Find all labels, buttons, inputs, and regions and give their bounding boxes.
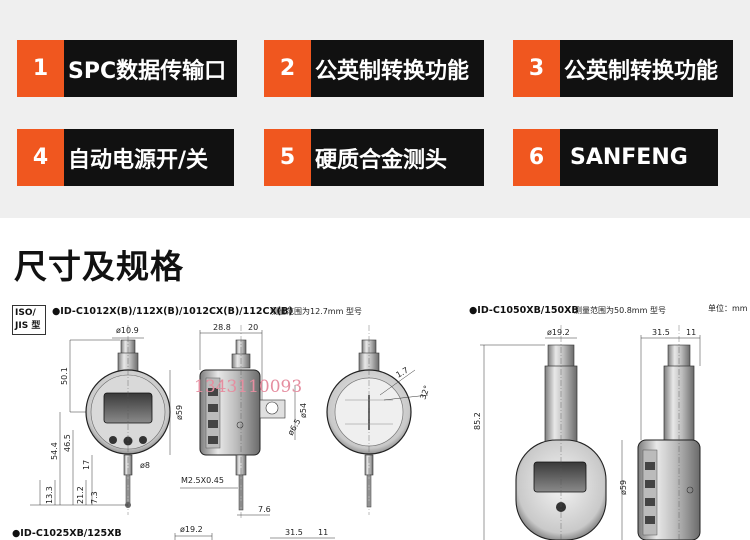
dim-label: 11 [686,328,696,337]
feature-4: 4 自动电源开/关 [17,129,234,186]
dim-label: ø19.2 [180,525,203,534]
dim-label: ø54 [299,403,308,418]
watermark: 1343110093 [194,377,302,397]
feature-label: SANFENG [560,129,718,186]
dim-label: 28.8 [213,323,231,332]
dim-label: ø19.2 [547,328,570,337]
dim-label: ø8 [140,461,150,470]
features-panel: 1 SPC数据传输口 2 公英制转换功能 3 公英制转换功能 4 自动电源开/关… [0,0,750,218]
feature-6: 6 SANFENG [513,129,718,186]
feature-number: 2 [264,40,311,97]
feature-number: 4 [17,129,64,186]
dim-label: 17 [82,460,91,470]
range-a-label: 测量范围为12.7mm 型号 [270,306,362,316]
gauge-a-side-dims [180,330,296,516]
gauge-b-side [637,325,701,540]
dim-label: 13.3 [45,486,54,504]
gauge-a-side [199,325,286,520]
feature-1: 1 SPC数据传输口 [17,40,237,97]
section-title: 尺寸及规格 [14,247,184,286]
dim-label: 85.2 [473,412,482,430]
feature-2: 2 公英制转换功能 [264,40,484,97]
feature-label: 公英制转换功能 [311,40,484,97]
feature-label: 硬质合金测头 [311,129,484,186]
gauge-a-front [85,325,171,515]
dim-label: 11 [318,528,328,537]
range-b-label: 测量范围为50.8mm 型号 [574,305,666,315]
gauge-c-dims [174,533,335,540]
dim-label: 21.2 [76,486,85,504]
dim-label: 1.7 [395,366,411,380]
iso-jis-badge: ISO/ JIS 型 [12,305,46,335]
dim-label: 20 [248,323,258,332]
dim-label: 7.6 [258,505,271,514]
unit-label: 单位：mm [708,303,748,313]
dim-label: 7.3 [90,491,99,504]
dimension-drawing: ISO/ JIS 型 ●ID-C1012X(B)/112X(B)/1012CX(… [0,292,750,540]
feature-number: 3 [513,40,560,97]
feature-3: 3 公英制转换功能 [513,40,733,97]
dim-label: 46.5 [63,434,72,452]
feature-label: 公英制转换功能 [560,40,733,97]
dim-label: ø59 [619,480,628,495]
gauge-a-back-dims [379,369,429,401]
dim-label: 31.5 [652,328,670,337]
dim-label: ø59 [175,405,184,420]
feature-number: 1 [17,40,64,97]
dim-label: 32° [418,384,431,400]
dim-label: M2.5X0.45 [181,476,224,485]
dim-label: ø10.9 [116,326,139,335]
feature-5: 5 硬质合金测头 [264,129,484,186]
dim-label: 31.5 [285,528,303,537]
dim-label: ø6.5 [286,417,303,437]
dim-label: 50.1 [60,367,69,385]
feature-label: 自动电源开/关 [64,129,234,186]
gauge-a-dims [30,337,171,506]
iso-label: ISO/ [15,308,36,318]
feature-label: SPC数据传输口 [64,40,237,97]
gauge-b-front [515,325,607,540]
model-c-label: ●ID-C1025XB/125XB [12,528,122,539]
model-b-label: ●ID-C1050XB/150XB [469,305,579,316]
feature-number: 6 [513,129,560,186]
jis-label: JIS 型 [15,321,41,331]
model-a-label: ●ID-C1012X(B)/112X(B)/1012CX(B)/112CX(B) [52,306,293,317]
gauge-b-dims [480,335,701,540]
feature-number: 5 [264,129,311,186]
dim-label: 54.4 [50,442,59,460]
gauge-a-back [326,325,412,515]
drawing-svg: ●ID-C1012X(B)/112X(B)/1012CX(B)/112CX(B)… [12,303,748,540]
